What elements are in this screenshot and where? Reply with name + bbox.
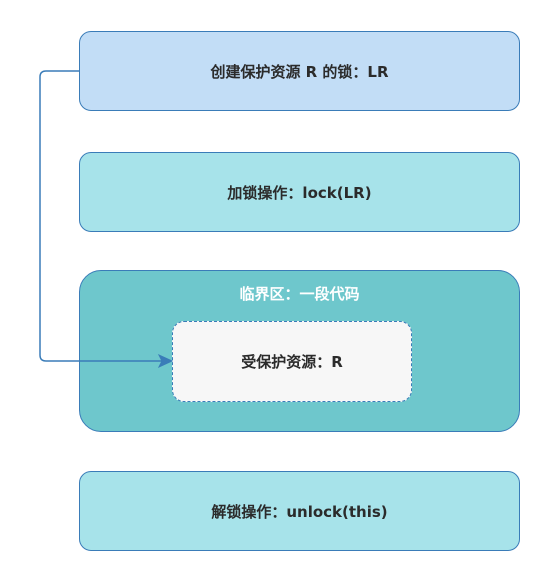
protected-resource-box: 受保护资源：R — [172, 321, 412, 402]
unlock-operation-box: 解锁操作：unlock(this) — [79, 471, 520, 551]
unlock-operation-label: 解锁操作：unlock(this) — [211, 502, 388, 521]
lock-operation-box: 加锁操作：lock(LR) — [79, 152, 520, 232]
lock-operation-label: 加锁操作：lock(LR) — [227, 183, 372, 202]
critical-section-label: 临界区：一段代码 — [239, 285, 360, 303]
protected-resource-label: 受保护资源：R — [241, 353, 343, 371]
create-lock-box: 创建保护资源 R 的锁：LR — [79, 31, 520, 111]
create-lock-label: 创建保护资源 R 的锁：LR — [210, 62, 389, 81]
